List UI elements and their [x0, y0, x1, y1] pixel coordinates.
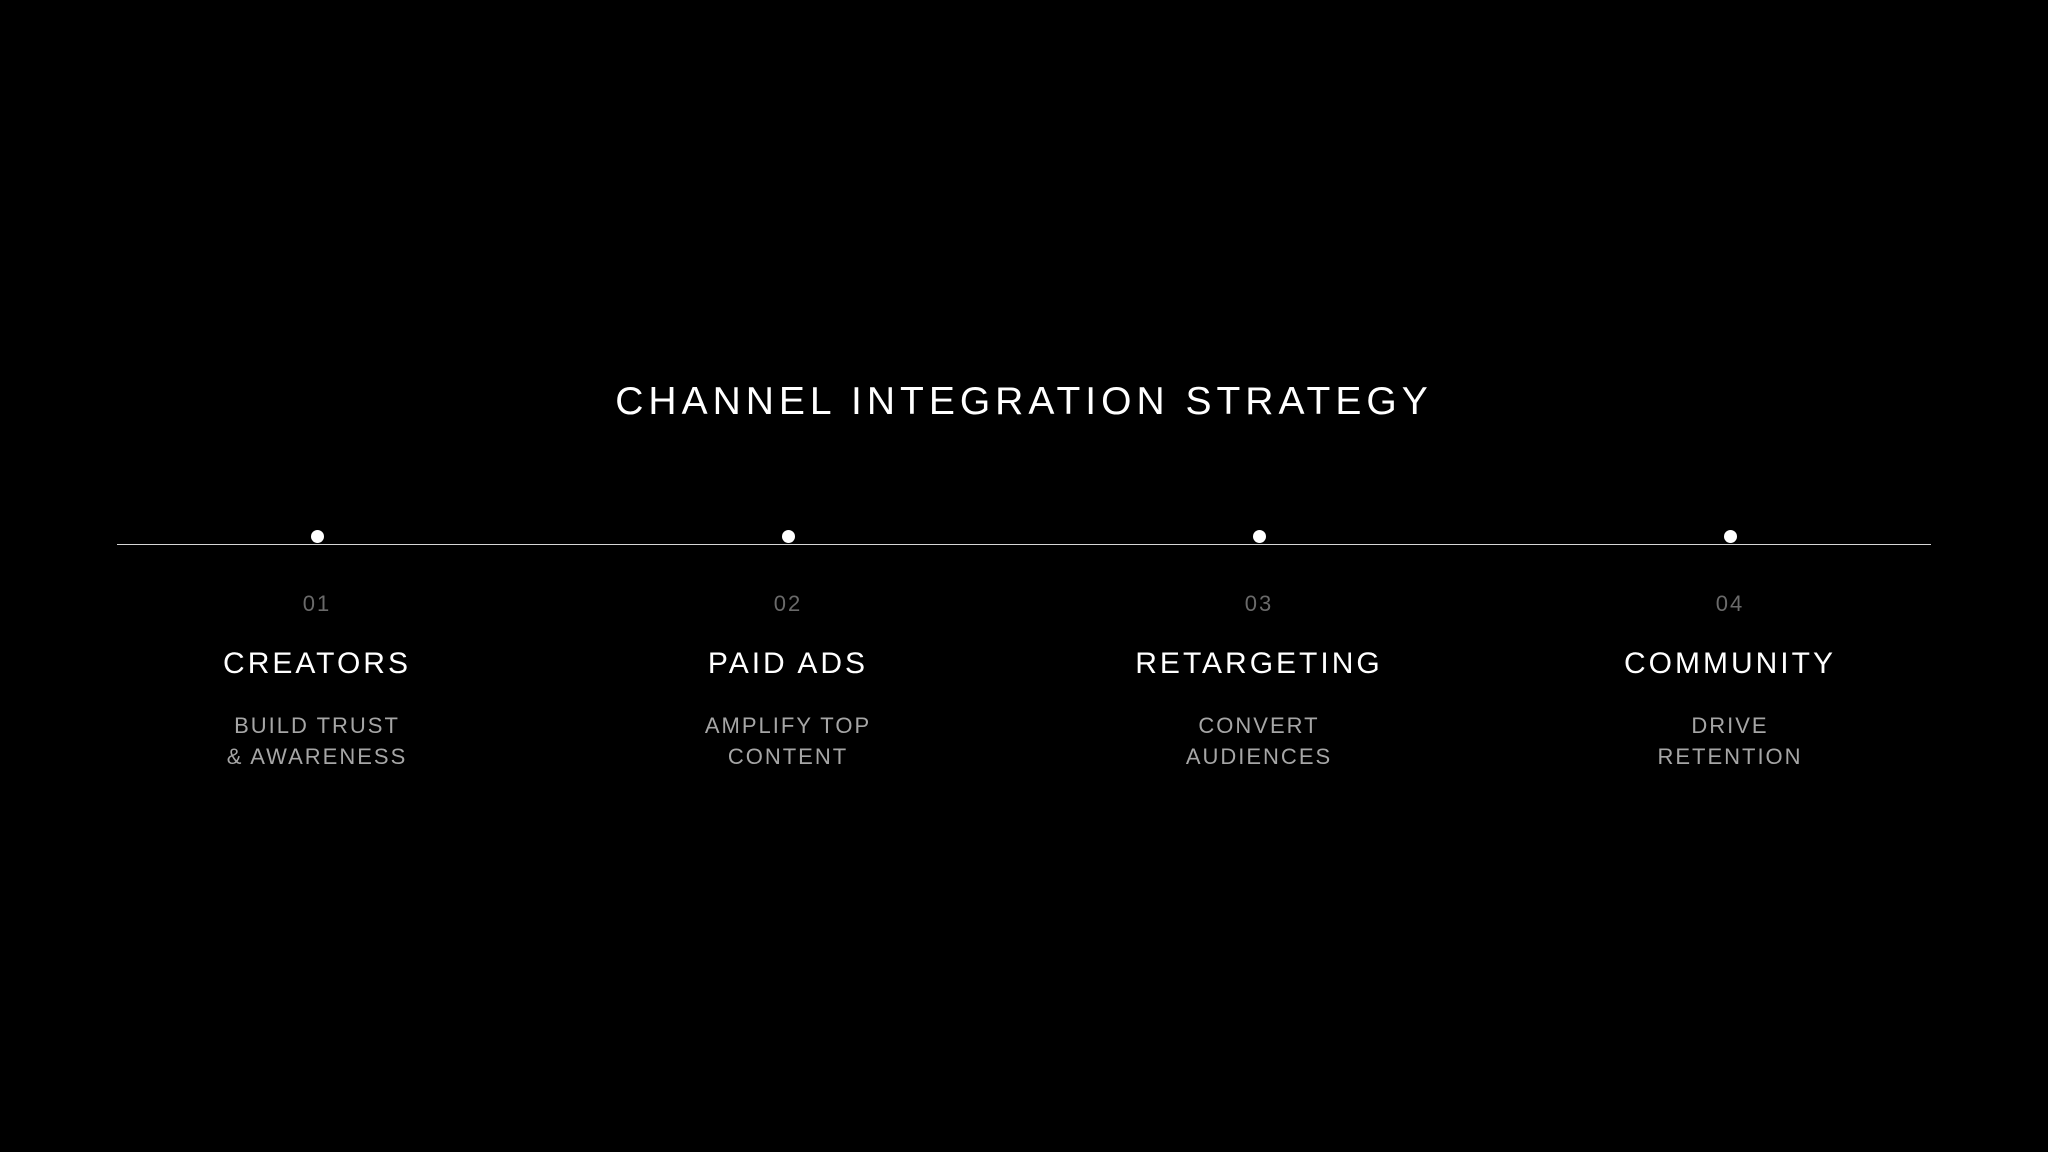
step-name: CREATORS [223, 647, 411, 680]
slide-title: CHANNEL INTEGRATION STRATEGY [615, 380, 1433, 423]
step-name: RETARGETING [1135, 647, 1383, 680]
step-description: DRIVE RETENTION [1510, 710, 1950, 772]
step-description-line: CONTENT [727, 744, 849, 769]
step-description: CONVERT AUDIENCES [1039, 710, 1479, 772]
timeline-line [117, 544, 1931, 545]
timeline-dot [1253, 530, 1266, 543]
step-name: COMMUNITY [1624, 647, 1836, 680]
step-number: 01 [302, 591, 332, 616]
step-number: 04 [1715, 591, 1745, 616]
step-description-line: AUDIENCES [1185, 744, 1333, 769]
step-description-line: RETENTION [1657, 744, 1803, 769]
step-description: AMPLIFY TOP CONTENT [568, 710, 1008, 772]
step-number: 03 [1244, 591, 1274, 616]
step-description-line: BUILD TRUST [234, 713, 400, 738]
step-description-line: AMPLIFY TOP [704, 713, 872, 738]
step-description: BUILD TRUST & AWARENESS [97, 710, 537, 772]
timeline-dot [782, 530, 795, 543]
timeline-dot [1724, 530, 1737, 543]
timeline-dot [311, 530, 324, 543]
step-description-line: CONVERT [1198, 713, 1320, 738]
step-description-line: & AWARENESS [226, 744, 408, 769]
step-number: 02 [773, 591, 803, 616]
step-description-line: DRIVE [1691, 713, 1769, 738]
step-name: PAID ADS [707, 647, 869, 680]
